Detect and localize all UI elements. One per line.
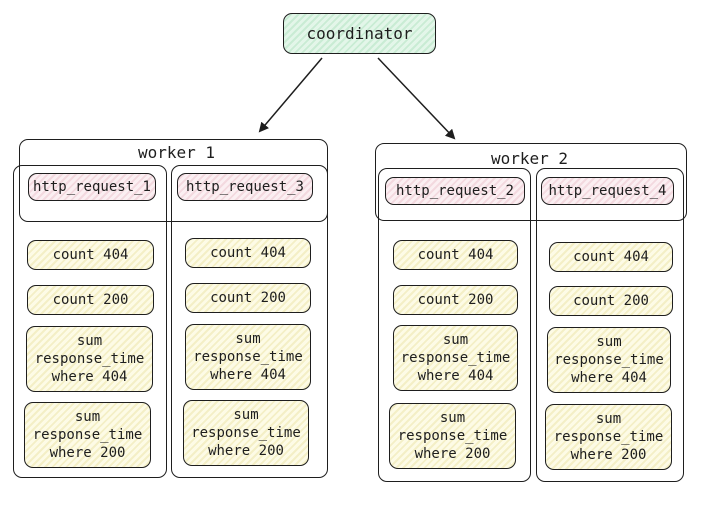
metric-sum-response-time-404[interactable]: sum response_time where 404 bbox=[26, 326, 153, 392]
metric-count-200[interactable]: count 200 bbox=[27, 285, 154, 315]
metric-label: sum response_time where 404 bbox=[400, 332, 511, 384]
worker-2-group bbox=[375, 143, 687, 221]
metric-sum-response-time-404[interactable]: sum response_time where 404 bbox=[393, 325, 518, 391]
metric-label: sum response_time where 404 bbox=[554, 334, 664, 386]
metric-count-404[interactable]: count 404 bbox=[549, 242, 673, 272]
metric-label: sum response_time where 200 bbox=[397, 410, 508, 462]
worker-1-column-2 bbox=[171, 165, 328, 478]
metric-label: sum response_time where 200 bbox=[32, 409, 143, 461]
metric-sum-response-time-200[interactable]: sum response_time where 200 bbox=[545, 404, 672, 470]
request-node[interactable]: http_request_4 bbox=[541, 177, 674, 205]
metric-label: count 404 bbox=[210, 245, 286, 261]
request-label: http_request_4 bbox=[548, 183, 667, 199]
metric-sum-response-time-200[interactable]: sum response_time where 200 bbox=[183, 400, 309, 466]
request-label: http_request_1 bbox=[32, 179, 151, 195]
metric-label: sum response_time where 404 bbox=[34, 333, 145, 385]
metric-sum-response-time-404[interactable]: sum response_time where 404 bbox=[547, 327, 671, 393]
metric-label: count 404 bbox=[417, 247, 494, 263]
metric-label: sum response_time where 404 bbox=[193, 331, 303, 383]
worker-1-column-1 bbox=[13, 165, 167, 478]
metric-label: count 200 bbox=[52, 292, 129, 308]
metric-label: count 200 bbox=[573, 293, 649, 309]
metric-label: count 404 bbox=[573, 249, 649, 265]
coordinator-label: coordinator bbox=[306, 24, 413, 43]
worker-1-title: worker 1 bbox=[138, 143, 216, 162]
request-label: http_request_3 bbox=[185, 179, 304, 195]
request-node[interactable]: http_request_2 bbox=[385, 177, 525, 205]
worker-2-title: worker 2 bbox=[491, 149, 569, 168]
metric-sum-response-time-200[interactable]: sum response_time where 200 bbox=[24, 402, 151, 468]
metric-count-200[interactable]: count 200 bbox=[393, 285, 518, 315]
metric-count-200[interactable]: count 200 bbox=[549, 286, 673, 316]
worker-2-column-1 bbox=[378, 168, 531, 482]
metric-label: sum response_time where 200 bbox=[553, 411, 664, 463]
arrow-to-worker-1 bbox=[258, 57, 323, 133]
request-node[interactable]: http_request_3 bbox=[177, 173, 313, 201]
metric-label: sum response_time where 200 bbox=[191, 407, 301, 459]
metric-label: count 200 bbox=[210, 290, 286, 306]
metric-label: count 200 bbox=[417, 292, 494, 308]
metric-count-404[interactable]: count 404 bbox=[27, 240, 154, 270]
request-node[interactable]: http_request_1 bbox=[28, 173, 156, 201]
worker-2-column-2 bbox=[536, 168, 684, 482]
metric-sum-response-time-404[interactable]: sum response_time where 404 bbox=[185, 324, 311, 390]
coordinator-node[interactable]: coordinator bbox=[283, 13, 436, 54]
metric-count-404[interactable]: count 404 bbox=[393, 240, 518, 270]
request-label: http_request_2 bbox=[395, 183, 514, 199]
metric-sum-response-time-200[interactable]: sum response_time where 200 bbox=[389, 403, 516, 469]
metric-count-404[interactable]: count 404 bbox=[185, 238, 311, 268]
arrow-to-worker-2 bbox=[377, 57, 456, 140]
metric-label: count 404 bbox=[52, 247, 129, 263]
metric-count-200[interactable]: count 200 bbox=[185, 283, 311, 313]
